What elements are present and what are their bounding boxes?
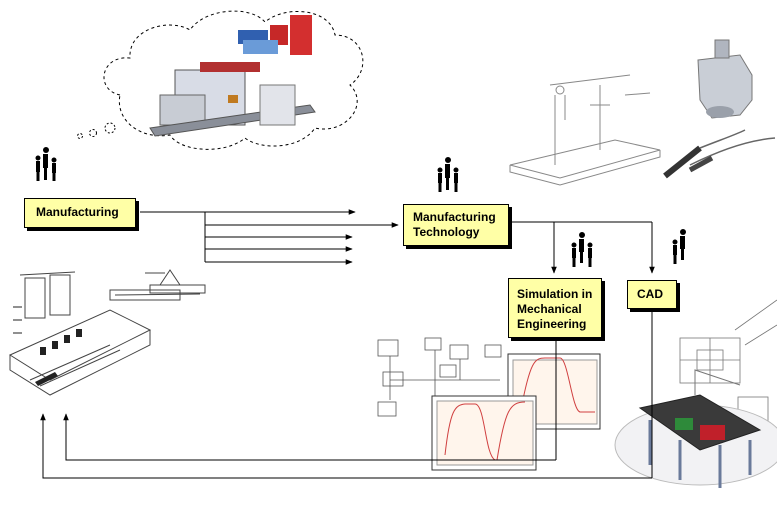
people-icon xyxy=(437,157,459,192)
manufacturing-label: Manufacturing xyxy=(36,205,119,219)
plot-window xyxy=(431,395,537,471)
people-icon xyxy=(672,229,686,264)
fixture-sketch xyxy=(509,74,661,186)
connector-lines xyxy=(40,209,655,479)
simulation-box: Simulation in Mechanical Engineering xyxy=(508,278,602,338)
simulation-line1: Simulation in xyxy=(517,287,593,301)
manufacturing-technology-box: Manufacturing Technology xyxy=(403,204,509,246)
cylinder-illustration xyxy=(697,39,753,119)
cad-feedback-arrow xyxy=(40,413,652,479)
gripper-sketch-blocks xyxy=(13,306,82,386)
carriage-sketch xyxy=(145,269,206,294)
manufacturing-technology-line2: Technology xyxy=(413,225,480,239)
manufacturing-technology-line1: Manufacturing xyxy=(413,210,496,224)
pneumatic-schematic xyxy=(377,337,502,420)
people-icon xyxy=(35,147,57,181)
simulation-feedback-arrow xyxy=(63,413,556,461)
cad-label: CAD xyxy=(637,287,663,301)
sensor-illustration xyxy=(663,129,776,179)
gripper-sketch xyxy=(8,271,201,396)
people-icon xyxy=(571,232,593,267)
factory-machine-illustration xyxy=(149,15,316,137)
simulation-line2: Mechanical xyxy=(517,302,582,316)
conveyor-illustration xyxy=(614,369,777,488)
cad-box: CAD xyxy=(627,280,677,309)
simulation-line3: Engineering xyxy=(517,317,587,331)
manufacturing-box: Manufacturing xyxy=(24,198,136,228)
